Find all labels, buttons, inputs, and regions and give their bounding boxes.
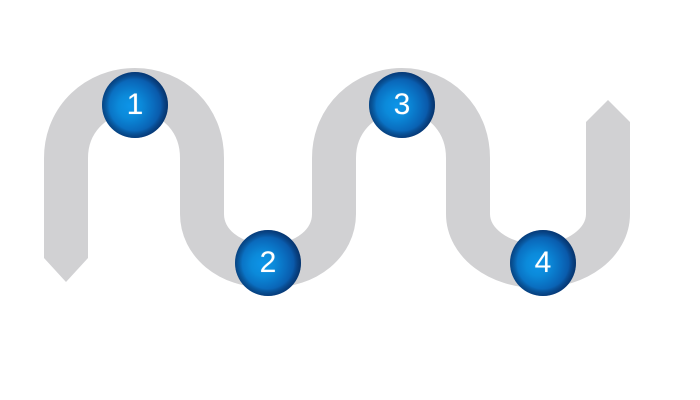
process-node-2[interactable]: 2 [235, 230, 301, 296]
process-node-label: 2 [259, 246, 277, 279]
process-node-label: 1 [126, 88, 144, 121]
process-node-label: 3 [393, 88, 411, 121]
sphere-graphic [510, 230, 576, 296]
sphere-graphic [235, 230, 301, 296]
sphere-graphic [369, 72, 435, 138]
start-chevron-icon [44, 250, 88, 282]
sphere-graphic [102, 72, 168, 138]
process-node-4[interactable]: 4 [510, 230, 576, 296]
process-node-3[interactable]: 3 [369, 72, 435, 138]
process-node-1[interactable]: 1 [102, 72, 168, 138]
process-node-label: 4 [534, 246, 552, 279]
end-chevron-icon [586, 100, 630, 144]
